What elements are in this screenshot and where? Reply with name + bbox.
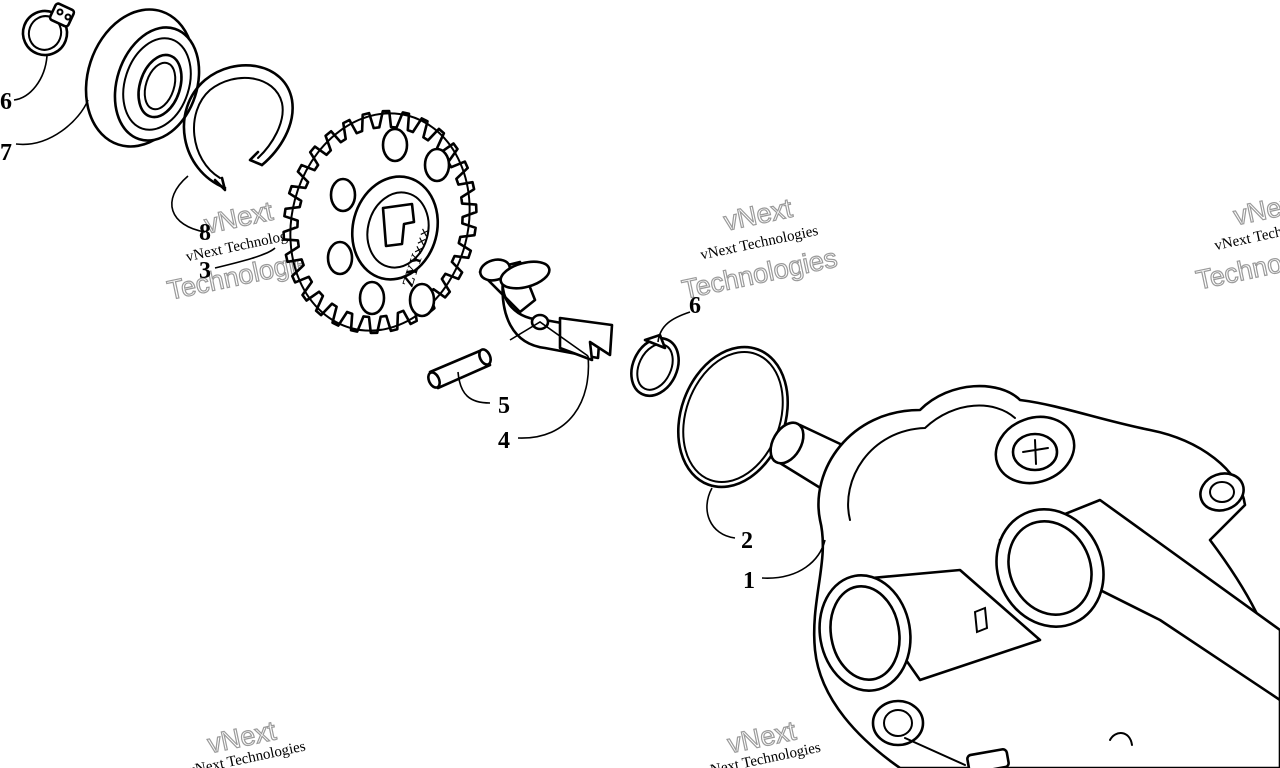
leader-3 [214, 247, 276, 269]
leader-7 [15, 99, 89, 146]
leader-1 [761, 539, 826, 579]
watermark-bottom-center: vNext vNext Technologies [702, 715, 823, 768]
callout-6-top: 6 [0, 89, 12, 115]
leader-8 [171, 175, 206, 233]
part-2-o-ring [676, 345, 790, 489]
leader-6-top [13, 55, 48, 101]
part-4-shaft [478, 258, 614, 362]
callout-6-mid: 6 [689, 293, 701, 319]
callout-8: 8 [199, 220, 211, 246]
callout-1: 1 [743, 568, 755, 594]
callout-2: 2 [741, 528, 753, 554]
watermark-center: vNext vNext Technologies Technologies [679, 192, 841, 305]
watermark-right: vNext vNext Technologies Technologies [1193, 187, 1280, 296]
part-6-circlip-mid [630, 333, 680, 398]
callout-3: 3 [199, 258, 211, 284]
watermark-bottom-left: vNext vNext Technologies [186, 715, 307, 768]
leader-6-mid [657, 311, 691, 343]
callout-7: 7 [0, 140, 12, 166]
leader-4 [509, 321, 590, 439]
part-6-circlip-top [21, 2, 76, 57]
part-8-snap-ring [182, 64, 294, 192]
part-7-bearing [84, 8, 201, 148]
callout-5: 5 [498, 393, 510, 419]
callout-4: 4 [498, 428, 510, 454]
leader-lines [13, 55, 826, 579]
part-5-pin [427, 348, 492, 390]
part-1-pump-housing [769, 384, 1280, 768]
part-3-gear: ZYY××× [282, 109, 478, 335]
leader-2 [706, 487, 736, 539]
watermark-top-text: vNext [1231, 188, 1280, 232]
leader-5 [457, 371, 491, 404]
